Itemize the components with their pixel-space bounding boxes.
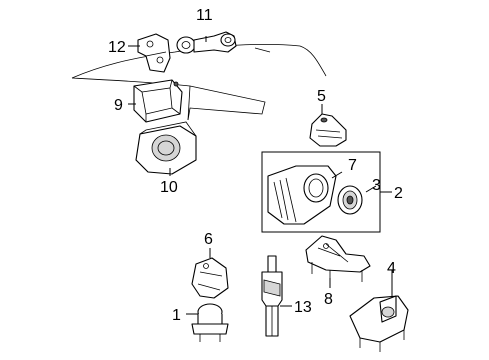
callout-13: 13 bbox=[294, 299, 312, 316]
callout-12: 12 bbox=[108, 39, 126, 56]
callout-5: 5 bbox=[317, 88, 326, 105]
part-10-mount-insulator bbox=[135, 121, 197, 175]
callout-7: 7 bbox=[348, 157, 357, 174]
part-11-torque-rod bbox=[176, 31, 237, 54]
part-6-bracket bbox=[191, 257, 229, 299]
part-4-mount bbox=[349, 295, 409, 352]
callout-1: 1 bbox=[172, 307, 181, 324]
callout-8: 8 bbox=[324, 291, 333, 308]
leader-lines bbox=[128, 36, 393, 315]
part-12-bracket bbox=[137, 33, 171, 73]
part-13-damper bbox=[261, 255, 283, 337]
part-7-bracket bbox=[267, 165, 337, 225]
callout-2: 2 bbox=[394, 185, 403, 202]
callout-10: 10 bbox=[160, 179, 178, 196]
part-5-side-mount bbox=[309, 113, 347, 147]
part-1-insulator bbox=[191, 303, 229, 342]
callout-4: 4 bbox=[387, 260, 396, 277]
callout-6: 6 bbox=[204, 231, 213, 248]
part-3-insulator bbox=[337, 185, 363, 215]
part-8-bracket bbox=[305, 235, 371, 282]
callout-11: 11 bbox=[196, 7, 213, 24]
part-9-mount-bracket bbox=[133, 79, 183, 123]
callout-9: 9 bbox=[114, 97, 123, 114]
callout-3: 3 bbox=[372, 177, 381, 194]
